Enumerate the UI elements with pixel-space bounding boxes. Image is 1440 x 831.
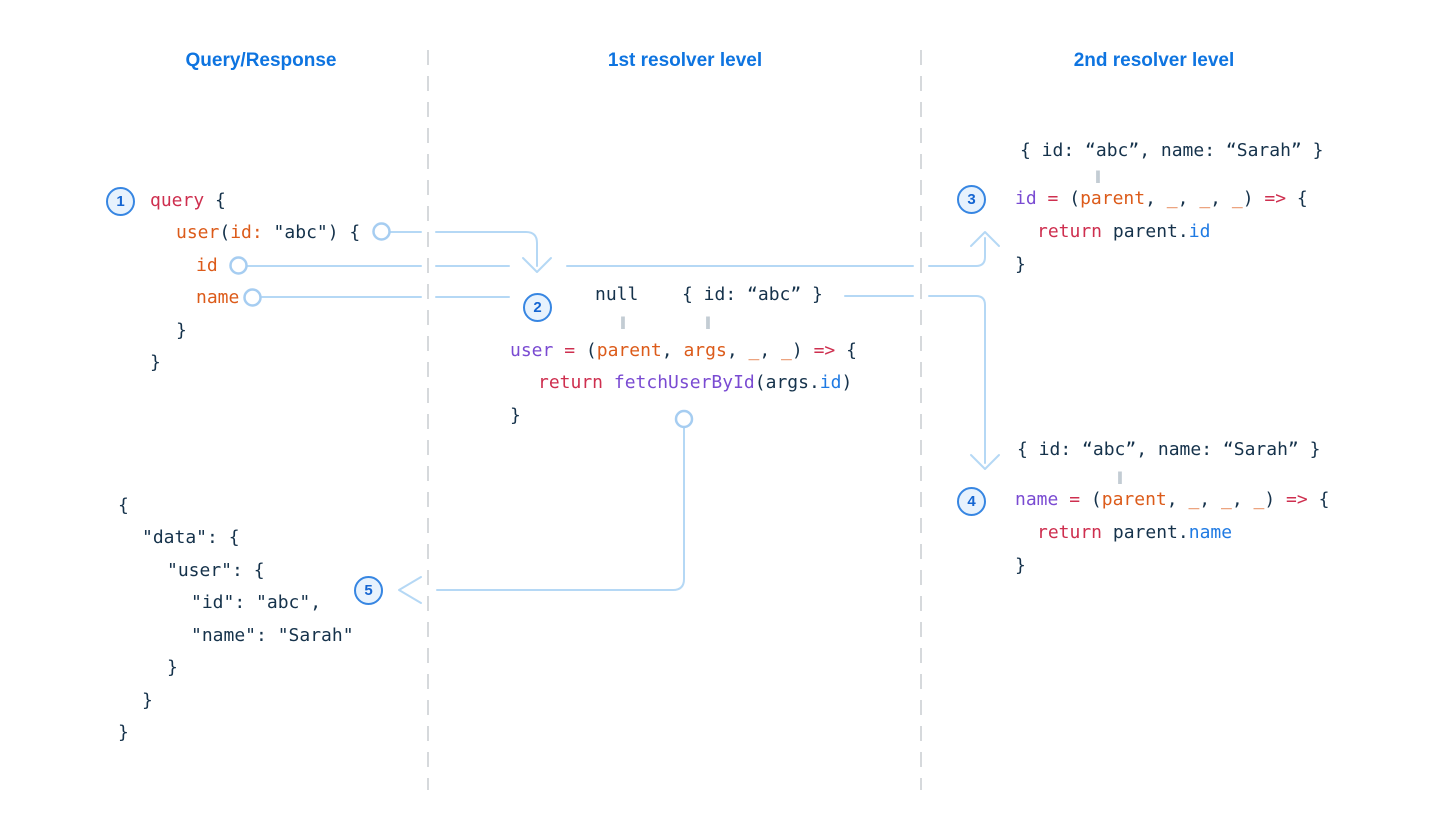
id-resolver-parent-value: { id: “abc”, name: “Sarah” } xyxy=(1020,140,1324,161)
response-line-7: } xyxy=(142,690,153,711)
arrowhead-down-icon xyxy=(970,454,1000,470)
resolver1-code-line-2: return fetchUserById(args.id) xyxy=(538,372,853,393)
arrow-user-to-resolver1 xyxy=(389,231,538,267)
query-line-3: id xyxy=(196,255,218,276)
equals-rotated-icon: ‖ xyxy=(1095,169,1101,183)
step-badge-3: 3 xyxy=(957,185,986,214)
response-line-8: } xyxy=(118,722,129,743)
response-line-6: } xyxy=(167,657,178,678)
response-line-1: { xyxy=(118,495,129,516)
arrow-id-to-id-resolver xyxy=(246,237,986,267)
resolver1-args-value: { id: “abc” } xyxy=(682,284,823,305)
fetch-result-marker-icon xyxy=(674,409,694,429)
column-header-2nd-resolver-level: 2nd resolver level xyxy=(1073,50,1235,71)
arrowhead-up-icon xyxy=(970,231,1000,247)
name-resolver-parent-value: { id: “abc”, name: “Sarah” } xyxy=(1017,439,1321,460)
response-line-3: "user": { xyxy=(167,560,265,581)
query-line-6: } xyxy=(150,352,161,373)
response-line-5: "name": "Sarah" xyxy=(191,625,354,646)
query-line-5: } xyxy=(176,320,187,341)
arrowhead-down-icon xyxy=(522,257,552,273)
arrow-result-to-response xyxy=(436,427,685,591)
step-badge-5: 5 xyxy=(354,576,383,605)
query-line-2: user(id: "abc") { xyxy=(176,222,361,243)
resolver1-code-line-1: user = (parent, args, _, _) => { xyxy=(510,340,857,361)
id-resolver-code-line-3: } xyxy=(1015,254,1026,275)
name-resolver-code-line-2: return parent.name xyxy=(1037,522,1233,543)
step-badge-1: 1 xyxy=(106,187,135,216)
arrow-name-to-name-resolver xyxy=(261,295,986,464)
query-line-4: name xyxy=(196,287,240,308)
name-resolver-code-line-1: name = (parent, _, _, _) => { xyxy=(1015,489,1330,510)
arrowhead-left-icon xyxy=(398,576,422,604)
name-resolver-code-line-3: } xyxy=(1015,555,1026,576)
equals-rotated-icon: ‖ xyxy=(1117,470,1123,484)
equals-rotated-icon: ‖ xyxy=(705,315,711,329)
response-line-2: "data": { xyxy=(142,527,240,548)
column-header-query-response: Query/Response xyxy=(185,50,337,71)
step-badge-4: 4 xyxy=(957,487,986,516)
user-field-marker-icon xyxy=(372,222,391,241)
step-badge-2: 2 xyxy=(523,293,552,322)
query-line-1: query { xyxy=(150,190,226,211)
id-resolver-code-line-1: id = (parent, _, _, _) => { xyxy=(1015,188,1308,209)
column-header-1st-resolver-level: 1st resolver level xyxy=(607,50,763,71)
response-line-4: "id": "abc", xyxy=(191,592,322,613)
resolver1-parent-value: null xyxy=(595,284,639,305)
name-field-marker-icon xyxy=(243,288,262,307)
id-resolver-code-line-2: return parent.id xyxy=(1037,221,1211,242)
resolver1-code-line-3: } xyxy=(510,405,521,426)
id-field-marker-icon xyxy=(229,256,248,275)
equals-rotated-icon: ‖ xyxy=(620,315,626,329)
